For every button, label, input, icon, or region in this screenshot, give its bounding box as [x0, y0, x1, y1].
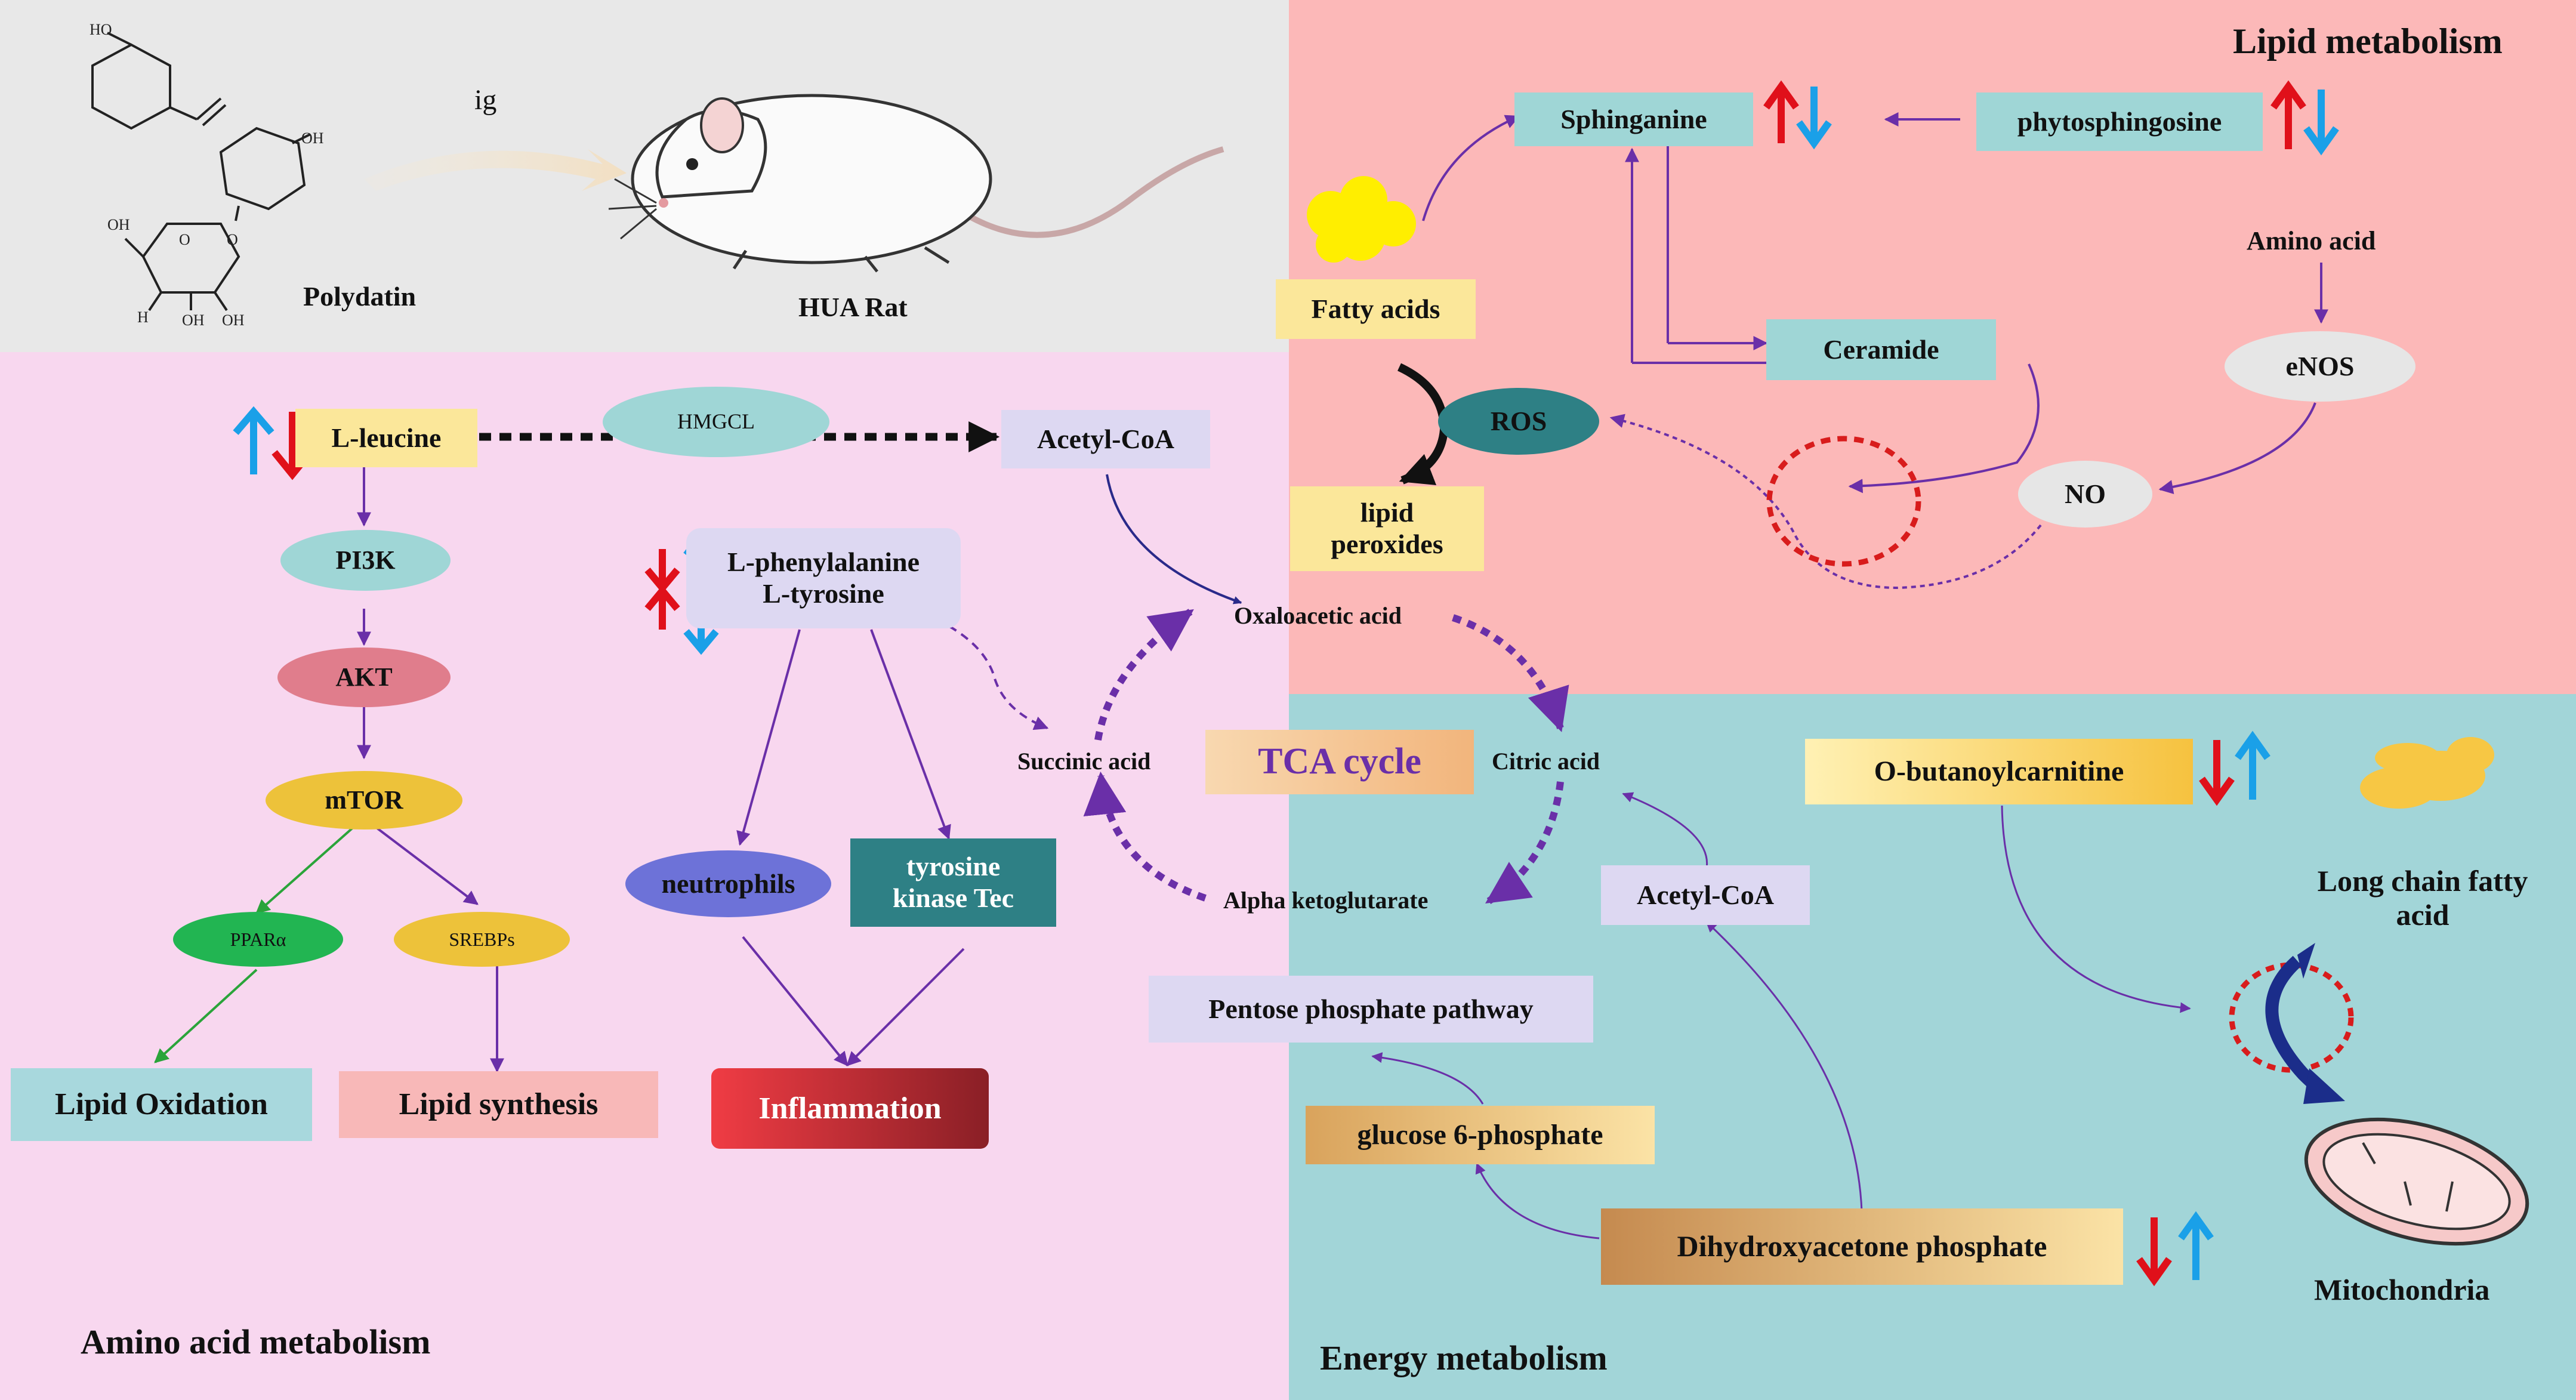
fatty-acid-blob — [1307, 176, 1416, 263]
animal-label: HUA Rat — [798, 292, 908, 322]
energy-section-title: Energy metabolism — [1320, 1339, 1608, 1377]
node-phytosphingosine: phytosphingosine — [1976, 92, 2263, 151]
node-acetyl-coa-amino: Acetyl-CoA — [1001, 410, 1210, 468]
long-chain-blob — [2360, 737, 2494, 809]
node-inflammation: Inflammation — [711, 1068, 989, 1149]
polydatin-structure — [91, 32, 311, 312]
label-citric-acid: Citric acid — [1492, 748, 1600, 775]
route-arrow — [364, 149, 627, 191]
label-l-tyrosine: L-tyrosine — [763, 578, 884, 609]
compound-label: Polydatin — [303, 281, 417, 312]
node-ppara: PPARα — [173, 912, 343, 967]
svg-text:O: O — [179, 231, 190, 248]
svg-text:H: H — [137, 309, 149, 326]
node-enos: eNOS — [2225, 331, 2415, 402]
node-dihydroxyacetone-phosphate: Dihydroxyacetone phosphate — [1601, 1208, 2123, 1285]
node-ceramide: Ceramide — [1766, 319, 1996, 380]
svg-text:HO: HO — [90, 21, 112, 38]
rat-illustration — [608, 94, 1224, 273]
node-mtor: mTOR — [266, 771, 462, 829]
label-oxaloacetic-acid: Oxaloacetic acid — [1234, 602, 1402, 629]
node-ros: ROS — [1438, 388, 1599, 455]
label-alpha-ketoglutarate: Alpha ketoglutarate — [1223, 887, 1429, 914]
label-l-phenylalanine: L-phenylalanine — [727, 547, 920, 578]
node-lipid-synthesis: Lipid synthesis — [339, 1071, 658, 1138]
label-long-chain-fatty-acid: Long chain fatty acid — [2317, 864, 2528, 932]
node-no: NO — [2018, 461, 2152, 528]
amino-section-title: Amino acid metabolism — [81, 1322, 431, 1361]
node-hmgcl: HMGCL — [603, 387, 829, 457]
node-tyrosine-kinase-tec: tyrosine kinase Tec — [850, 838, 1056, 927]
svg-text:OH: OH — [301, 129, 324, 147]
node-pentose-phosphate-pathway: Pentose phosphate pathway — [1149, 976, 1593, 1043]
label-amino-acid: Amino acid — [2247, 226, 2376, 255]
node-acetyl-coa-energy: Acetyl-CoA — [1601, 865, 1810, 925]
label-mitochondria: Mitochondria — [2314, 1273, 2490, 1306]
label-succinic-acid: Succinic acid — [1017, 748, 1151, 775]
node-glucose-6-phosphate: glucose 6-phosphate — [1306, 1106, 1655, 1164]
svg-text:OH: OH — [182, 312, 205, 329]
node-akt: AKT — [277, 647, 451, 707]
structure-atoms: HO OH O OH O OH H OH — [90, 21, 324, 329]
node-phenylalanine-tyrosine: L-phenylalanine L-tyrosine — [686, 528, 961, 628]
node-lipid-peroxides: lipid peroxides — [1290, 486, 1484, 571]
mitochondrion-illustration — [2304, 1117, 2529, 1246]
svg-text:O: O — [227, 231, 238, 248]
node-fatty-acids: Fatty acids — [1276, 279, 1476, 339]
route-label: ig — [474, 84, 497, 116]
node-pi3k: PI3K — [280, 530, 451, 591]
node-o-butanoylcarnitine: O-butanoylcarnitine — [1805, 739, 2193, 804]
svg-text:OH: OH — [107, 216, 130, 233]
svg-text:OH: OH — [222, 312, 245, 329]
lipid-section-title: Lipid metabolism — [2233, 21, 2503, 61]
tca-cycle-label: TCA cycle — [1205, 730, 1474, 794]
node-l-leucine: L-leucine — [295, 409, 477, 467]
node-lipid-oxidation: Lipid Oxidation — [11, 1068, 312, 1141]
node-srebps: SREBPs — [394, 912, 570, 967]
node-sphinganine: Sphinganine — [1514, 92, 1753, 146]
node-neutrophils: neutrophils — [625, 850, 831, 917]
